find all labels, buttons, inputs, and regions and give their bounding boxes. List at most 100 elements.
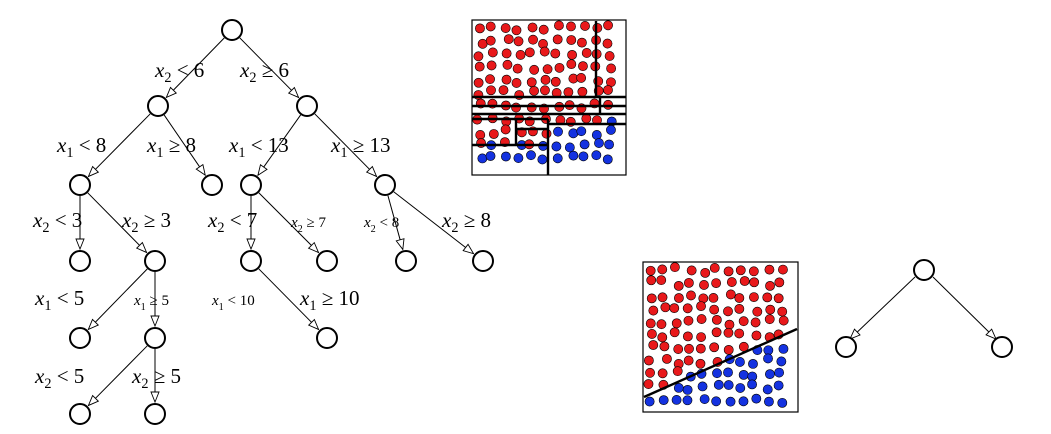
deep-tree-partition-panel (471, 19, 627, 176)
tree-node (395, 250, 417, 272)
class-a-point (500, 124, 511, 135)
tree-edge (258, 114, 302, 175)
class-a-point (554, 62, 565, 73)
class-a-point (643, 379, 654, 389)
class-b-point (671, 395, 682, 405)
class-a-point (656, 275, 667, 286)
class-a-point (699, 280, 709, 290)
class-a-point (723, 306, 733, 317)
class-b-point (765, 369, 775, 380)
class-a-point (684, 343, 694, 354)
class-a-point (657, 368, 668, 379)
class-a-point (662, 353, 672, 364)
class-a-point (541, 128, 552, 139)
tree-edge (163, 114, 205, 175)
tree-node (69, 403, 91, 425)
class-a-point (657, 332, 668, 343)
class-b-point (735, 357, 745, 367)
class-b-point (644, 396, 655, 407)
split-condition-label: x1 ≥ 13 (330, 133, 391, 161)
class-a-point (708, 293, 719, 303)
class-b-point (602, 154, 613, 165)
shallow-decision-tree (835, 259, 1013, 358)
tree-node (69, 327, 91, 349)
class-a-point (475, 130, 486, 140)
tree-node (240, 174, 262, 196)
split-condition-label: x2 ≥ 5 (131, 364, 181, 392)
class-b-point (576, 126, 587, 137)
linear-points (643, 262, 789, 408)
class-a-point (563, 87, 574, 98)
class-a-point (501, 48, 512, 59)
split-condition-label: x2 < 3 (32, 208, 82, 236)
class-b-point (606, 125, 616, 135)
class-a-point (778, 315, 789, 326)
class-b-point (682, 395, 693, 406)
shallow-leaf-node (835, 336, 857, 358)
class-a-point (580, 21, 590, 31)
class-b-point (751, 393, 762, 404)
class-a-point (566, 21, 576, 32)
shallow-edge-right (932, 276, 996, 339)
tree-node (316, 250, 338, 272)
class-a-point (764, 264, 775, 275)
class-a-point (657, 264, 668, 275)
class-a-point (734, 328, 745, 339)
class-a-point (751, 330, 762, 341)
split-condition-label: x2 ≥ 6 (239, 58, 289, 86)
class-a-point (657, 292, 668, 303)
class-a-point (726, 277, 737, 287)
class-a-point (485, 35, 496, 46)
tree-edge (88, 345, 148, 406)
class-b-point (568, 150, 579, 161)
class-a-point (540, 85, 550, 96)
class-a-point (511, 78, 522, 88)
class-a-point (670, 262, 680, 273)
class-a-point (739, 276, 750, 286)
class-a-point (669, 303, 680, 314)
class-a-point (513, 36, 524, 47)
class-b-point (578, 151, 589, 162)
split-condition-label: x2 < 6 (154, 58, 204, 86)
class-b-point (591, 130, 602, 140)
tree-edge (258, 192, 319, 253)
class-b-point (763, 345, 774, 356)
class-a-point (764, 314, 775, 325)
class-a-point (487, 47, 498, 58)
split-condition-label: x1 < 5 (34, 286, 84, 314)
class-a-point (526, 102, 537, 113)
class-a-point (473, 51, 484, 62)
class-a-point (735, 265, 746, 276)
class-a-point (696, 314, 707, 324)
class-a-point (709, 304, 720, 315)
class-b-point (564, 142, 575, 153)
class-a-point (529, 64, 540, 75)
class-a-point (577, 37, 587, 48)
class-b-point (735, 383, 746, 393)
class-a-point (773, 293, 784, 304)
shallow-leaf-node (991, 336, 1013, 358)
linear-split-panel (642, 261, 799, 413)
class-b-point (673, 383, 684, 393)
class-b-point (604, 139, 614, 150)
class-a-point (734, 293, 745, 303)
class-a-point (578, 61, 588, 72)
class-a-point (538, 24, 549, 35)
tree-edge (314, 113, 377, 177)
class-a-point (673, 280, 684, 291)
class-a-point (696, 301, 706, 312)
class-a-point (778, 264, 788, 275)
class-b-point (526, 150, 536, 161)
tree-root-node (221, 19, 243, 41)
class-b-point (711, 396, 722, 407)
tree-edge (239, 37, 299, 98)
class-a-point (486, 85, 496, 96)
tree-node (144, 327, 166, 349)
split-condition-label: x1 < 8 (56, 133, 106, 161)
class-a-point (473, 90, 484, 100)
class-b-point (579, 139, 590, 150)
class-b-point (763, 353, 773, 364)
class-a-point (748, 266, 759, 277)
class-a-point (711, 278, 722, 288)
